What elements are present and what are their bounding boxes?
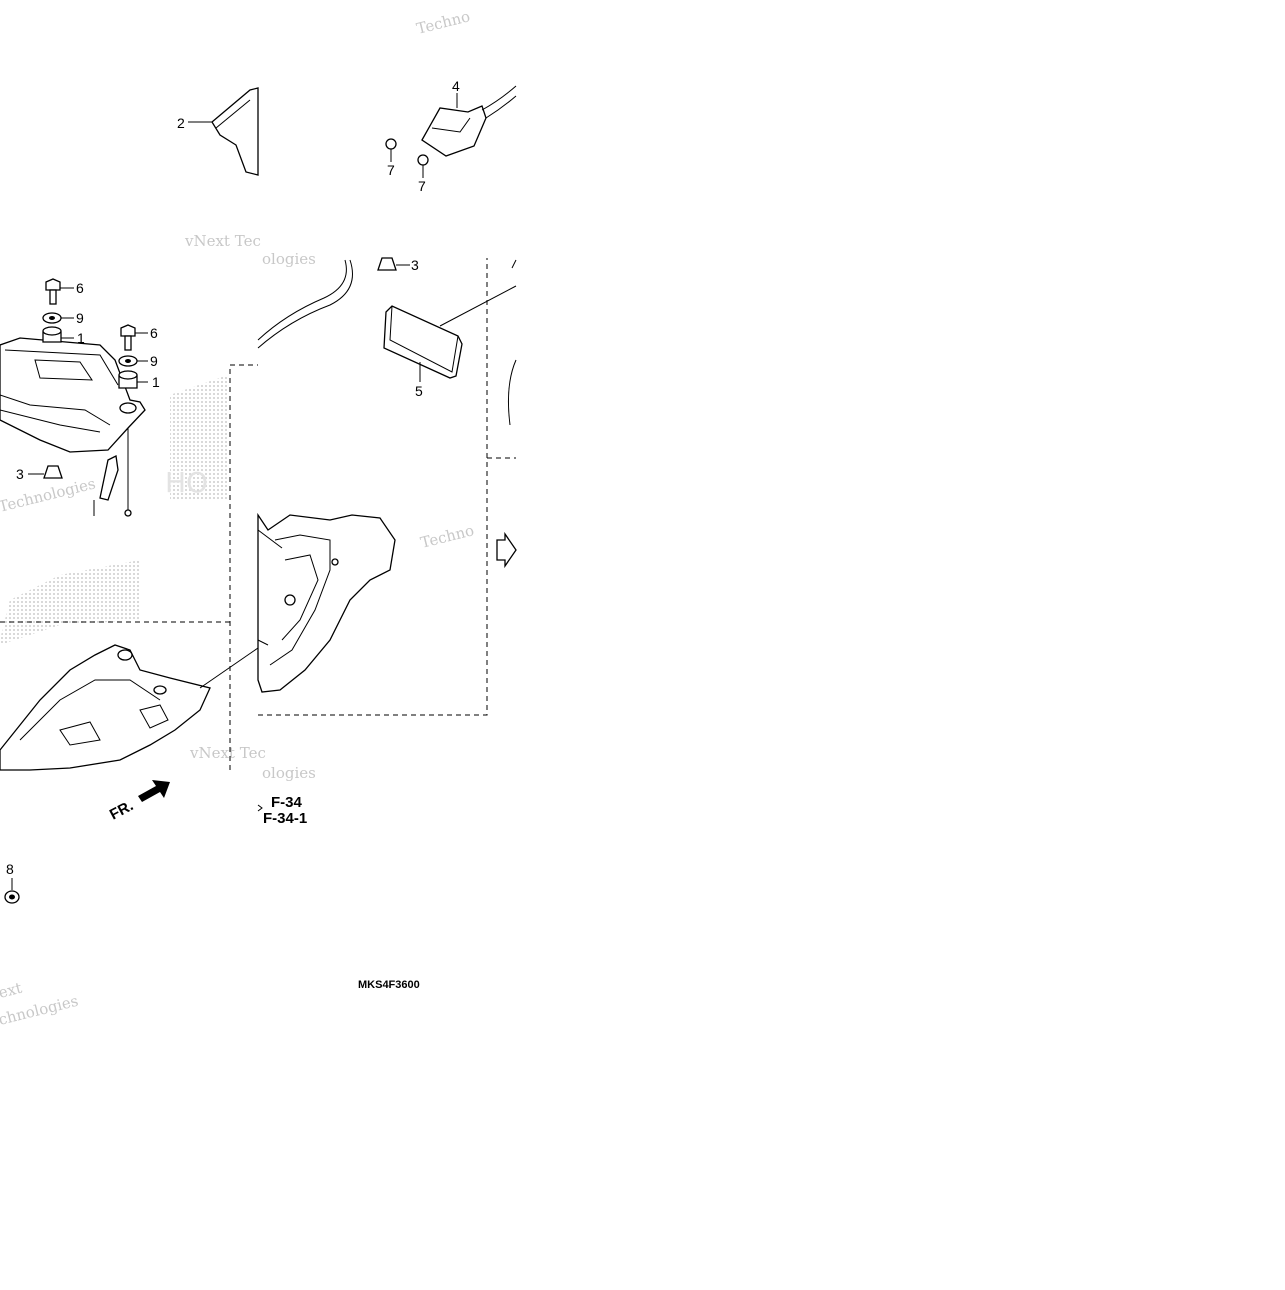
center-dashed-frame xyxy=(258,258,488,716)
part-label-6: 6 xyxy=(76,280,84,296)
watermark-text: ologies xyxy=(262,764,316,782)
part-8-nut xyxy=(4,878,20,904)
honda-wing-logo xyxy=(170,375,228,500)
part-label-7: 7 xyxy=(387,162,395,178)
part-label-5: 5 xyxy=(415,383,423,399)
taillight-assembly xyxy=(0,337,146,517)
dashed-frames xyxy=(0,258,516,770)
left-dashed-frame xyxy=(229,364,258,770)
watermark-text: HO xyxy=(165,466,208,499)
reference-label-f34: F-34 xyxy=(271,794,303,811)
part-label-1: 1 xyxy=(152,374,160,390)
part-label-7: 7 xyxy=(418,178,426,194)
reference-label-f34-1: F-34-1 xyxy=(263,810,307,827)
part-label-3: 3 xyxy=(16,466,24,482)
part-label-6: 6 xyxy=(150,325,158,341)
part-label-9: 9 xyxy=(150,353,158,369)
rear-fender xyxy=(257,512,396,693)
part-3-grommets xyxy=(28,257,410,479)
watermark-text: Techno xyxy=(415,7,472,38)
watermark-layer: HO Techno vNext Tec ologies Technologies… xyxy=(0,7,476,1029)
part-4-socket xyxy=(421,85,517,157)
part-label-3: 3 xyxy=(411,257,419,273)
outline-arrow xyxy=(496,531,517,569)
fastener-stack-left xyxy=(42,278,74,343)
part-label-8: 8 xyxy=(6,861,14,877)
watermark-text: vNext Tec xyxy=(184,232,261,250)
lower-bracket xyxy=(0,644,259,771)
part-label-9: 9 xyxy=(76,310,84,326)
reference-labels: F-34 F-34-1 xyxy=(257,794,307,827)
watermark-text: ologies xyxy=(262,250,316,268)
part-label-1: 1 xyxy=(77,330,85,346)
part-5-reflector xyxy=(383,285,517,382)
watermark-text: Technologies xyxy=(0,474,97,515)
watermark-text: vNext Tec xyxy=(189,744,266,762)
drawing-code: MKS4F3600 xyxy=(358,979,420,991)
harness-cable xyxy=(257,259,517,426)
part-7-screws xyxy=(385,138,429,178)
part-label-2: 2 xyxy=(177,115,185,131)
front-direction-label: FR. xyxy=(107,797,136,823)
part-number-labels: 1 1 2 3 3 4 5 6 6 7 7 8 9 9 xyxy=(6,78,460,877)
front-direction-arrow: FR. xyxy=(107,780,170,824)
watermark-text: Techno xyxy=(419,521,476,552)
part-2-panel xyxy=(188,87,259,176)
honda-wing-logo-lower xyxy=(0,560,140,645)
watermark-text: ext xyxy=(0,979,24,1002)
fastener-stack-right xyxy=(118,324,148,389)
part-label-4: 4 xyxy=(452,78,460,94)
